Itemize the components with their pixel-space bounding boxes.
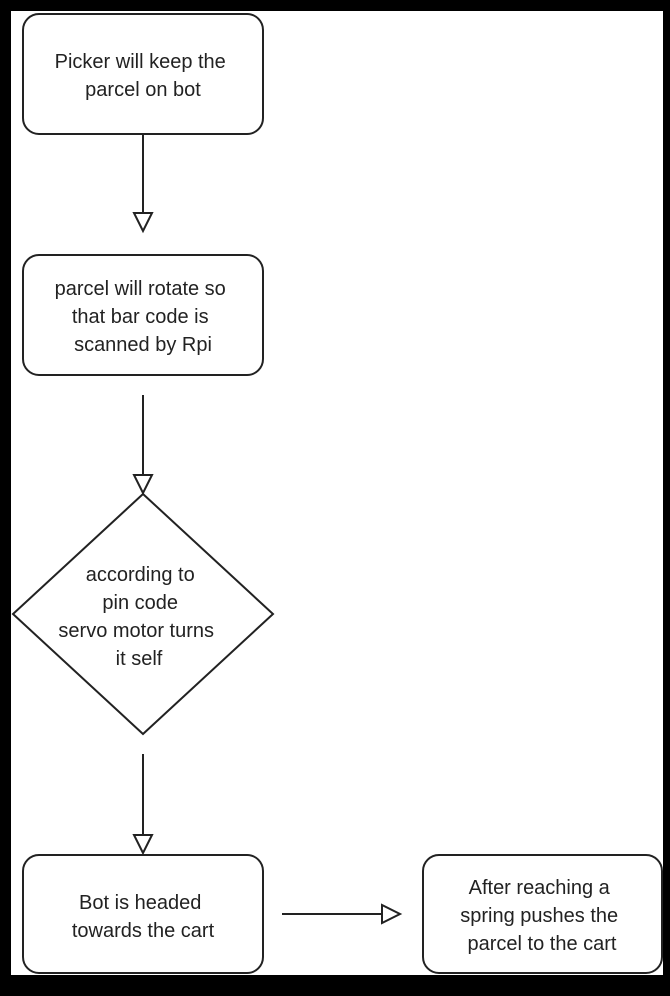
node-servo-text: according to pin code servo motor turns …: [58, 564, 219, 670]
edge-picker-to-rotate: [132, 135, 154, 234]
node-spring-text: After reaching a spring pushes the parce…: [460, 877, 623, 955]
node-bot-text: Bot is headed towards the cart: [72, 892, 215, 942]
edge-bot-to-spring: [282, 903, 403, 925]
node-bot: Bot is headed towards the cart: [22, 854, 264, 974]
edge-rotate-to-servo: [132, 395, 154, 496]
diagram-canvas: [11, 11, 663, 975]
node-spring: After reaching a spring pushes the parce…: [422, 854, 663, 974]
node-picker: Picker will keep the parcel on bot: [22, 13, 264, 135]
node-rotate: parcel will rotate so that bar code is s…: [22, 254, 264, 376]
node-picker-text: Picker will keep the parcel on bot: [55, 51, 232, 101]
edge-servo-to-bot: [132, 754, 154, 856]
node-rotate-text: parcel will rotate so that bar code is s…: [55, 278, 232, 356]
node-servo: according to pin code servo motor turns …: [11, 492, 275, 736]
